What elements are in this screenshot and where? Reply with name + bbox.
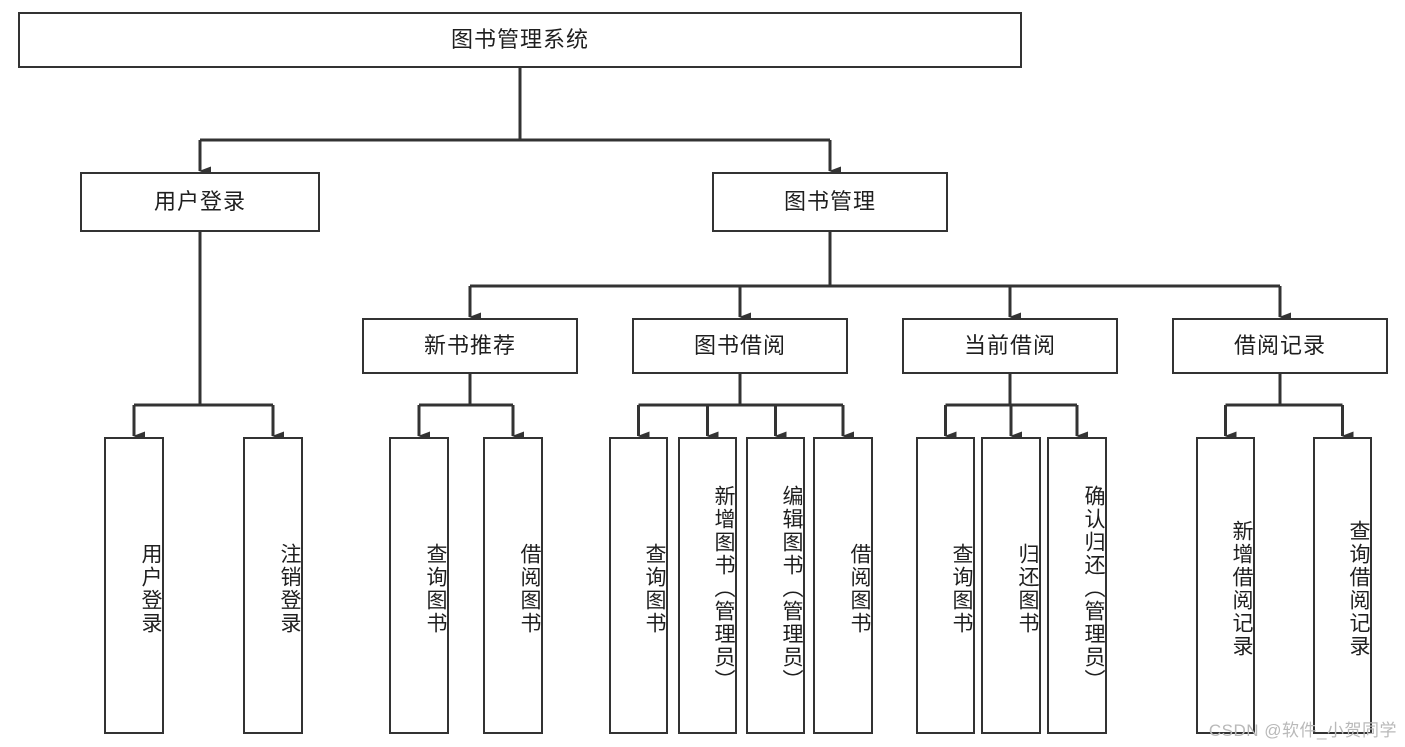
node-leaf-return[interactable]: 归还图书 — [981, 437, 1041, 734]
node-leaf-add-rec[interactable]: 新增借阅记录 — [1196, 437, 1255, 734]
node-label: 编辑图书（管理员） — [780, 485, 803, 692]
node-label: 新增借阅记录 — [1230, 519, 1253, 658]
node-leaf-user-login[interactable]: 用户登录 — [104, 437, 164, 734]
node-label: 查询图书 — [424, 542, 447, 635]
node-label: 确认归还（管理员） — [1082, 485, 1105, 692]
node-label: 借阅记录 — [1233, 332, 1326, 358]
node-leaf-query-2[interactable]: 查询图书 — [609, 437, 668, 734]
node-label: 新书推荐 — [423, 332, 516, 358]
node-label: 查询借阅记录 — [1347, 519, 1370, 658]
node-leaf-query-3[interactable]: 查询图书 — [916, 437, 975, 734]
node-label: 图书管理 — [783, 188, 876, 214]
node-borrow-record[interactable]: 借阅记录 — [1172, 318, 1388, 374]
node-label: 查询图书 — [950, 542, 973, 635]
node-book-manage[interactable]: 图书管理 — [712, 172, 948, 232]
node-label: 图书管理系统 — [450, 26, 589, 52]
node-label: 图书借阅 — [693, 332, 786, 358]
node-book-borrow[interactable]: 图书借阅 — [632, 318, 848, 374]
node-new-book-rec[interactable]: 新书推荐 — [362, 318, 578, 374]
node-label: 用户登录 — [139, 542, 162, 635]
node-label: 借阅图书 — [518, 542, 541, 635]
watermark: CSDN @软件_小贺同学 — [1208, 721, 1397, 740]
node-label: 新增图书（管理员） — [712, 485, 735, 692]
node-leaf-borrow-2[interactable]: 借阅图书 — [813, 437, 873, 734]
node-leaf-confirm[interactable]: 确认归还（管理员） — [1047, 437, 1107, 734]
node-leaf-query-rec[interactable]: 查询借阅记录 — [1313, 437, 1372, 734]
node-label: 借阅图书 — [848, 542, 871, 635]
node-label: 归还图书 — [1016, 542, 1039, 635]
node-user-login[interactable]: 用户登录 — [80, 172, 320, 232]
node-label: 注销登录 — [278, 542, 301, 635]
node-leaf-edit-book[interactable]: 编辑图书（管理员） — [746, 437, 805, 734]
node-leaf-query-1[interactable]: 查询图书 — [389, 437, 449, 734]
node-leaf-borrow-1[interactable]: 借阅图书 — [483, 437, 543, 734]
node-current-borrow[interactable]: 当前借阅 — [902, 318, 1118, 374]
edge-group — [132, 68, 1354, 441]
node-root[interactable]: 图书管理系统 — [18, 12, 1022, 68]
node-label: 用户登录 — [153, 188, 246, 214]
node-leaf-logout[interactable]: 注销登录 — [243, 437, 303, 734]
node-label: 查询图书 — [643, 542, 666, 635]
node-leaf-add-book[interactable]: 新增图书（管理员） — [678, 437, 737, 734]
node-label: 当前借阅 — [963, 332, 1056, 358]
